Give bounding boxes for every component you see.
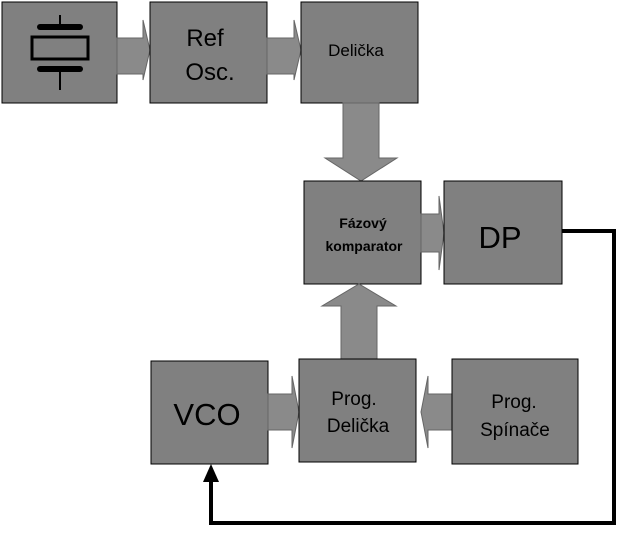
arrow-divider-to-comparator (323, 102, 399, 182)
prog-divider-label-line1: Prog. (331, 389, 376, 410)
prog-divider-block-box (298, 358, 417, 463)
arrow-comparator-to-dp (420, 195, 445, 271)
prog-switches-block-box (451, 358, 579, 465)
ref-osc-label-line2: Osc. (185, 59, 234, 86)
dp-block: DP (443, 180, 563, 285)
divider-block-box (300, 1, 419, 104)
phase-comparator-block-box (303, 180, 422, 285)
phase-comparator-label-line2: komparator (325, 238, 403, 254)
crystal-oscillator-icon (30, 15, 90, 90)
prog-switches-label-line2: Spínače (480, 420, 550, 441)
prog-switches-block: Prog. Spínače (451, 358, 579, 465)
feedback-arrowhead (203, 464, 219, 482)
prog-divider-block: Prog. Delička (298, 358, 417, 463)
divider-label: Delička (328, 41, 384, 60)
prog-divider-label-line2: Delička (327, 416, 390, 437)
phase-comparator-block: Fázový komparator (303, 180, 422, 285)
arrow-crystal-to-refosc (116, 19, 151, 81)
dp-block-box (443, 180, 563, 285)
arrow-refosc-to-divider (266, 19, 302, 81)
crystal-block (1, 1, 118, 104)
ref-osc-label-line1: Ref (186, 25, 224, 52)
ref-osc-block: Ref Osc. (149, 1, 268, 104)
dp-label: DP (478, 220, 521, 255)
divider-block: Delička (300, 1, 419, 104)
prog-switches-label-line1: Prog. (491, 392, 536, 413)
vco-label: VCO (173, 397, 240, 432)
vco-block: VCO (150, 360, 269, 465)
vco-block-box (150, 360, 269, 465)
ref-osc-block-box (149, 1, 268, 104)
phase-comparator-label-line1: Fázový (339, 215, 387, 231)
arrow-prog-divider-to-comparator (320, 283, 398, 360)
arrow-prog-switches-to-prog-divider (420, 375, 453, 449)
arrow-vco-to-prog-divider (267, 375, 300, 449)
feedback-line-dp-to-vco (209, 229, 616, 525)
